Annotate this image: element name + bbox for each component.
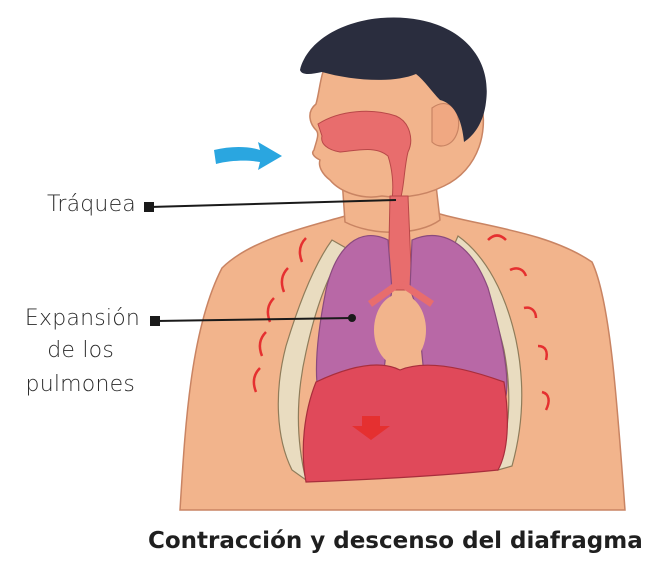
diagram-caption: Contracción y descenso del diafragma <box>148 528 643 554</box>
diaphragm <box>302 364 508 483</box>
trachea-label: Tráquea <box>46 192 136 217</box>
lungs-label-line3: pulmones <box>25 372 135 397</box>
trachea <box>387 195 413 291</box>
ear <box>431 102 460 147</box>
leader-lines <box>144 199 397 326</box>
heart-space <box>374 294 426 366</box>
lungs-label-line2: de los <box>47 338 114 363</box>
red-down-arrow-icon <box>352 416 390 440</box>
lungs-label-line1: Expansión <box>24 306 140 331</box>
blue-arrow-icon <box>214 142 282 170</box>
hair <box>300 17 487 142</box>
bronchi <box>367 281 434 307</box>
